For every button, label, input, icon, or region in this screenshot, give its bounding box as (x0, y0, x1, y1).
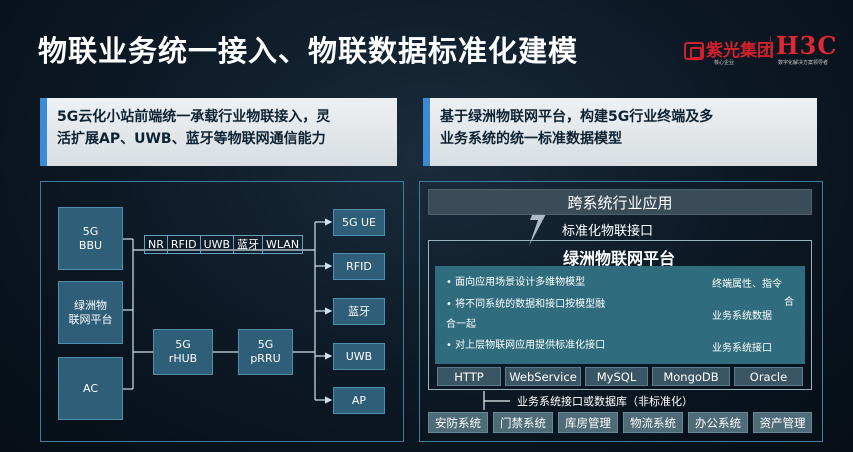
right-banner: 基于绿洲物联网平台，构建5G行业终端及多 业务系统的统一标准数据模型 (423, 98, 817, 166)
system-warehouse: 库房管理 (558, 412, 618, 433)
endpoint-rfid: RFID (333, 253, 385, 280)
tech-http: HTTP (437, 367, 501, 386)
endpoint-5g-ue: 5G UE (333, 209, 385, 236)
bullet-2: • 将不同系统的数据和接口按模型融 (446, 299, 606, 310)
protocol-list: NR RFID UWB 蓝牙 WLAN (144, 235, 304, 254)
h3c-logo-sub: 数字化解决方案领导者 (778, 60, 829, 66)
protocol-nr: NR (145, 236, 168, 253)
unisplendour-logo: 紫光集团 (684, 36, 774, 61)
left-banner-line-2: 活扩展AP、UWB、蓝牙等物联网通信能力 (57, 131, 326, 147)
attr-terminal-cont: 合 (784, 297, 794, 308)
bullet-2-cont: 合一起 (446, 319, 476, 330)
attr-biz-interface: 业务系统接口 (712, 343, 772, 354)
source-lvzhou-line-1: 绿洲物 (74, 298, 107, 312)
rhub-line-1: 5G (175, 338, 191, 351)
left-banner-line-1: 5G云化小站前端统一承载行业物联接入，灵 (57, 109, 331, 125)
source-lvzhou-line-2: 联网平台 (68, 312, 113, 326)
bullet-1: • 面向应用场景设计多维物模型 (446, 277, 586, 288)
h3c-logo: H3C (776, 31, 838, 60)
unisplendour-sub: 核心企业 (714, 60, 735, 66)
right-banner-line-2: 业务系统的统一标准数据模型 (440, 131, 622, 147)
prru-line-2: pRRU (250, 352, 281, 365)
rhub-line-2: rHUB (168, 352, 198, 365)
logo-divider (770, 36, 771, 58)
tech-oracle: Oracle (734, 367, 803, 386)
page-title: 物联业务统一接入、物联数据标准化建模 (38, 34, 579, 68)
tech-mysql: MySQL (585, 367, 648, 386)
biz-interface-label: 业务系统接口或数据库（非标准化） (517, 395, 693, 408)
bullet-3: • 对上层物联网应用提供标准化接口 (446, 340, 606, 351)
right-banner-line-1: 基于绿洲物联网平台，构建5G行业终端及多 (440, 109, 714, 125)
source-bbu-line-2: BBU (78, 238, 103, 252)
platform-model-area (435, 266, 805, 364)
source-ac: AC (58, 357, 123, 420)
source-lvzhou-iot: 绿洲物联网平台 (58, 281, 123, 344)
system-asset: 资产管理 (753, 412, 812, 433)
standard-interface-label: 标准化物联接口 (562, 224, 654, 239)
unisplendour-logo-text: 紫光集团 (706, 41, 774, 61)
attr-terminal: 终端属性、指令 (712, 279, 782, 290)
unisplendour-mark-icon (684, 42, 704, 60)
access-diagram-panel (40, 181, 404, 442)
system-logistics: 物流系统 (623, 412, 683, 433)
tech-mongodb: MongoDB (652, 367, 730, 386)
system-access-control: 门禁系统 (493, 412, 553, 433)
cross-system-app: 跨系统行业应用 (428, 189, 812, 215)
source-ac-line-1: AC (82, 381, 98, 395)
attr-biz-data: 业务系统数据 (712, 311, 772, 322)
endpoint-ap: AP (333, 387, 385, 414)
protocol-rfid: RFID (168, 236, 201, 253)
system-security: 安防系统 (428, 412, 488, 433)
prru-line-1: 5G (257, 338, 274, 351)
system-office: 办公系统 (688, 412, 748, 433)
protocol-bluetooth: 蓝牙 (234, 236, 264, 253)
protocol-uwb: UWB (201, 236, 235, 253)
platform-diagram-panel (419, 181, 823, 442)
lvzhou-platform (428, 240, 812, 390)
endpoint-uwb: UWB (333, 343, 385, 370)
endpoint-bluetooth: 蓝牙 (333, 298, 385, 325)
protocol-wlan: WLAN (266, 238, 300, 251)
tech-webservice: WebService (505, 367, 581, 386)
source-bbu-line-1: 5G (82, 224, 99, 238)
left-banner: 5G云化小站前端统一承载行业物联接入，灵 活扩展AP、UWB、蓝牙等物联网通信能… (40, 98, 397, 166)
platform-title: 绿洲物联网平台 (563, 249, 676, 268)
